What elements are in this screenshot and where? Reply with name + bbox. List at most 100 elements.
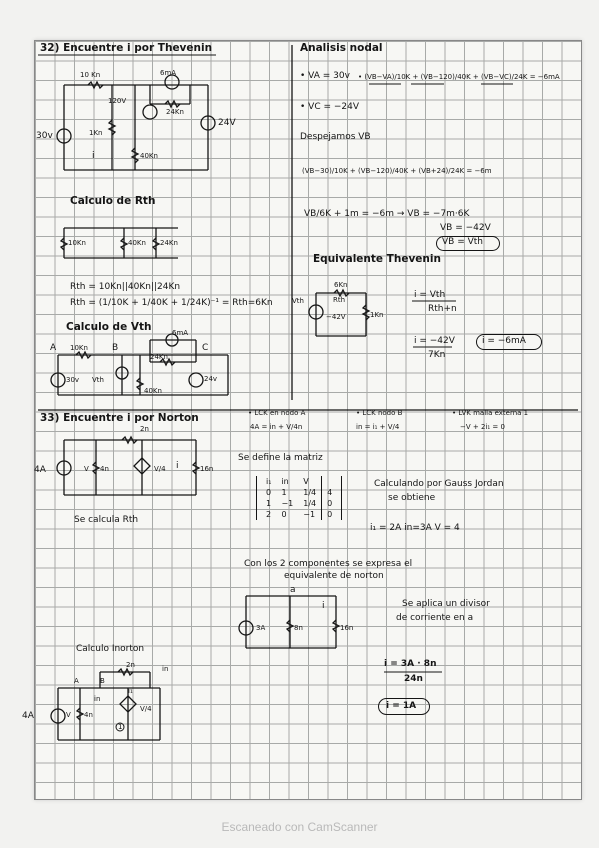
norton-src: 3A: [256, 624, 266, 632]
norton-circuit: [56, 435, 201, 496]
teq-rth: Rth: [333, 296, 346, 304]
calc-r4: 4n: [84, 711, 93, 719]
matrix-title: Se define la matriz: [238, 453, 323, 463]
calc-a: A: [74, 677, 79, 685]
inorton-circuit: [50, 667, 161, 741]
r24k-label: 24Kn: [166, 108, 184, 116]
calc-in2: in: [94, 695, 101, 703]
thevenin-circuit: [56, 74, 216, 171]
vc-eq: • VC = −24V: [300, 102, 360, 112]
vth-r24: 24Kn: [150, 353, 168, 361]
norton-text1: Con los 2 componentes se expresa el: [244, 559, 413, 569]
vth-node-c: C: [202, 343, 209, 353]
matrix-cell: in: [281, 477, 289, 486]
teq-v42: −42V: [326, 313, 346, 321]
v120-label: 120V: [108, 97, 127, 105]
thevenin-eq-title: Equivalente Thevenin: [313, 253, 441, 265]
teq-result: i = −6mA: [482, 336, 526, 346]
va-eq: • VA = 30v: [300, 71, 350, 81]
vth-title: Calculo de Vth: [66, 321, 152, 333]
problem-33-title: 33) Encuentre i por Norton: [40, 412, 199, 424]
notebook-page: [34, 40, 582, 800]
teq-res-num: i = −42V: [414, 336, 455, 346]
p33-dep: V/4: [154, 465, 166, 473]
result: i = 1A: [386, 701, 417, 711]
vth-v24: 24v: [204, 375, 218, 383]
norton-i: i: [322, 601, 325, 611]
rth-circuit: [59, 227, 178, 259]
src6ma-label: 6mA: [160, 69, 177, 77]
p33-r16: 16n: [200, 465, 214, 473]
vth-v30: 30v: [66, 376, 80, 384]
divisor2: de corriente en a: [396, 613, 474, 623]
matrix-cell: 0: [266, 488, 272, 497]
matrix-cell: 4: [321, 487, 338, 498]
matrix-cell: −1: [281, 499, 294, 508]
matrix-cell: 0: [321, 498, 338, 509]
vb2-box: [436, 236, 500, 251]
scanner-watermark: Escaneado con CamScanner: [221, 820, 378, 834]
divisor1: Se aplica un divisor: [402, 599, 490, 609]
r40k-label: 40Kn: [140, 152, 158, 160]
gauss-text: Calculando por Gauss Jordan: [374, 479, 504, 489]
vth-src: 6mA: [172, 329, 189, 337]
v24-label: 24V: [218, 118, 236, 128]
p33-i: i: [176, 461, 179, 471]
vth-label: Vth: [92, 376, 104, 384]
matrix-cell: 0: [281, 510, 287, 519]
calc-mesh: 1: [118, 723, 123, 731]
i-label: i: [92, 151, 95, 161]
eq2: (VB−30)/10K + (VB−120)/40K + (VB+24)/24K…: [302, 167, 492, 175]
matrix-cell: 1/4: [303, 499, 317, 508]
gauss-result: i₁ = 2A in=3A V = 4: [370, 523, 460, 533]
norton-equivalent-circuit: [238, 595, 341, 649]
rth-eq1: Rth = 10Kn||40Kn||24Kn: [70, 282, 181, 292]
vb2: VB = Vth: [442, 237, 483, 247]
calc-dep: V/4: [140, 705, 152, 713]
matrix-cell: V: [303, 477, 309, 486]
gauss-text2: se obtiene: [388, 493, 436, 503]
vth-r10: 10Kn: [70, 344, 88, 352]
matrix-cell: [321, 476, 338, 487]
thevenin-equivalent-circuit: [308, 288, 371, 337]
rth-note: Se calcula Rth: [74, 515, 139, 525]
eq3: VB/6K + 1m = −6m → VB = −7m·6K: [304, 209, 470, 219]
matrix-cell: 1/4: [303, 488, 317, 497]
p33-r2: 2n: [140, 425, 149, 433]
r1k-label: 1Kn: [89, 129, 103, 137]
matrix-cell: −1: [303, 510, 316, 519]
node-eq: • (VB−VA)/10K + (VB−120)/40K + (VB−VC)/2…: [358, 73, 560, 81]
teq-r6: 6Kn: [334, 281, 348, 289]
vth-r40: 40Kn: [144, 387, 162, 395]
rth-r24: 24Kn: [160, 239, 178, 247]
vth-circuit: [50, 333, 229, 396]
rth-eq2: Rth = (1/10K + 1/40K + 1/24K)⁻¹ = Rth=6K…: [70, 298, 273, 308]
lck-b: • LCK nodo B: [356, 409, 403, 417]
analysis-title: Analisis nodal: [300, 42, 383, 54]
result-box: [378, 698, 430, 715]
lvk: • LVK malla externa 1: [452, 409, 529, 417]
calc-r2: 2n: [126, 661, 135, 669]
norton-r8: 8n: [294, 624, 303, 632]
matrix-cell: 1: [281, 488, 287, 497]
calc-src4: 4A: [22, 711, 34, 721]
matrix-cell: 0: [321, 509, 338, 520]
matrix-cell: i₁: [266, 477, 272, 486]
p33-v: V: [84, 465, 89, 473]
norton-text2: equivalente de norton: [284, 571, 384, 581]
r10k-label: 10 Kn: [80, 71, 101, 79]
problem-32-title: 32) Encuentre i por Thevenin: [40, 42, 213, 54]
teq-res-den: 7Kn: [428, 350, 446, 360]
lck-a-eq: 4A = in + V/4n: [250, 423, 303, 431]
teq-formula-den: Rth+n: [428, 304, 457, 314]
vth-node-a: A: [50, 343, 57, 353]
norton-r16: 16n: [340, 624, 354, 632]
rth-r40: 40Kn: [128, 239, 146, 247]
v30-label: 30v: [36, 131, 53, 141]
calc-i1: i₁: [128, 687, 133, 695]
lck-b-eq: in = i₁ + V/4: [356, 423, 400, 431]
i-num: i = 3A · 8n: [384, 659, 437, 669]
teq-vth: Vth: [292, 297, 304, 305]
